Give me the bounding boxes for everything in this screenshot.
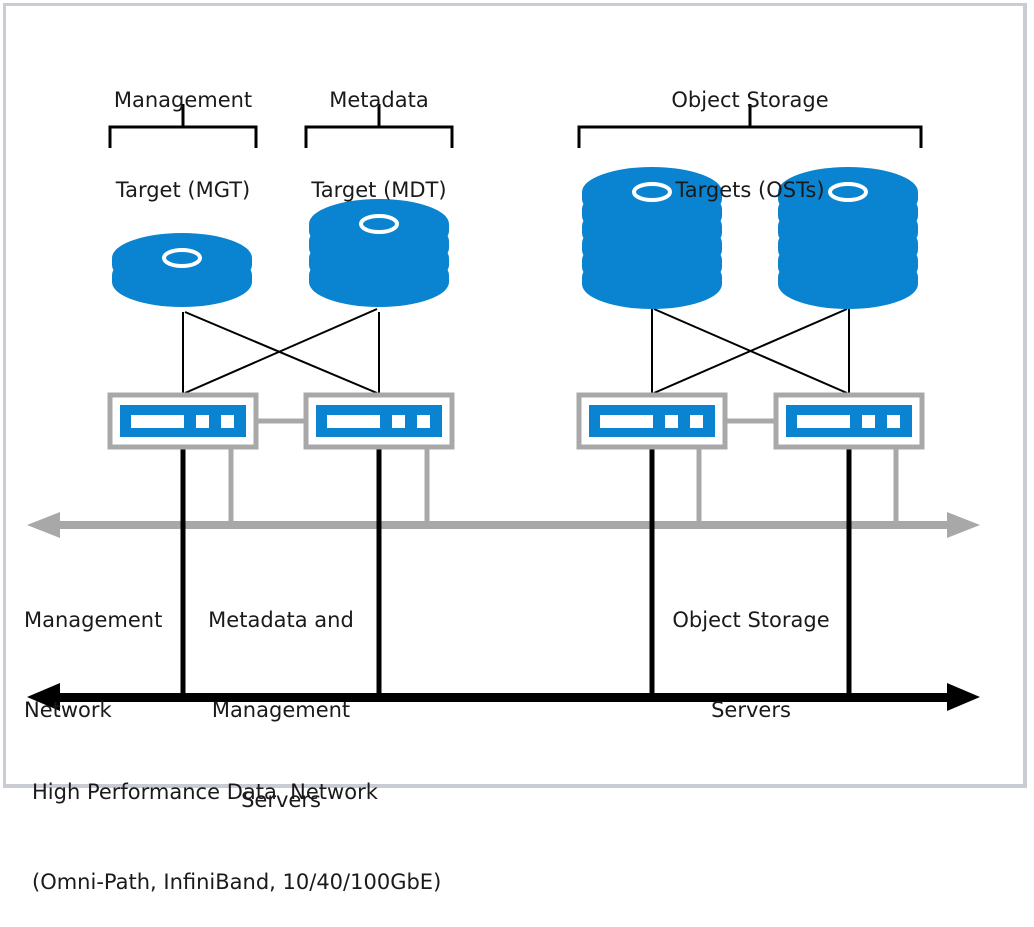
mgt-label: Management Target (MGT) — [114, 25, 252, 235]
server-led — [690, 415, 703, 428]
disk-platter — [777, 163, 919, 224]
server-led — [196, 415, 209, 428]
mgt-label-line-1: Management — [113, 88, 253, 112]
ost-disk-stack-2 — [777, 163, 919, 309]
ost-label: Object Storage Targets (OSTs) — [671, 25, 828, 235]
mdt-label-line-2: Target (MDT) — [311, 178, 447, 202]
disk-spindle-icon — [632, 182, 672, 202]
management-network-label-line-1: Management — [24, 608, 163, 632]
data-network-label-line-2: (Omni-Path, InfiniBand, 10/40/100GbE) — [32, 870, 442, 894]
mds-server — [303, 392, 455, 450]
mgt-label-line-2: Target (MGT) — [115, 178, 251, 202]
mgs-server — [107, 392, 259, 450]
disk-platter — [111, 229, 253, 290]
mdt-disk-stack — [308, 195, 450, 307]
server-led — [417, 415, 430, 428]
mds-failover-links — [182, 308, 380, 394]
oss-server-1 — [576, 392, 728, 450]
disk-spindle-icon — [828, 182, 868, 202]
data-network-label: High Performance Data Network (Omni-Path… — [32, 717, 441, 927]
mdt-label: Metadata Target (MDT) — [311, 25, 446, 235]
management-network-label: Management Network — [24, 545, 162, 755]
server-drive-slot — [600, 415, 653, 428]
oss-label-line-2: Servers — [711, 698, 791, 722]
server-led — [392, 415, 405, 428]
mgt-bracket — [108, 104, 258, 148]
oss-label: Object Storage Servers — [672, 545, 829, 755]
management-network-arrow — [27, 512, 980, 538]
management-network-drops — [228, 448, 899, 524]
disk-spindle-icon — [359, 214, 399, 234]
ost-label-line-1: Object Storage — [671, 88, 829, 112]
lustre-architecture-diagram — [27, 104, 980, 711]
ost-disk-stack-1 — [581, 163, 723, 309]
server-led — [887, 415, 900, 428]
ost-label-line-2: Targets (OSTs) — [675, 178, 825, 202]
mdt-bracket — [304, 104, 454, 148]
data-network-arrow — [27, 683, 980, 711]
data-network-label-line-1: High Performance Data Network — [32, 780, 378, 804]
oss-failover-links — [651, 308, 850, 394]
mds-label-line-2: Management — [211, 698, 351, 722]
mdt-label-line-1: Metadata — [329, 88, 429, 112]
mds-label-line-1: Metadata and — [208, 608, 354, 632]
server-led — [665, 415, 678, 428]
ost-bracket — [577, 104, 923, 148]
oss-label-line-1: Object Storage — [672, 608, 830, 632]
oss-server-2 — [773, 392, 925, 450]
data-network-drops — [180, 448, 852, 697]
management-network-label-line-2: Network — [24, 698, 112, 722]
server-drive-slot — [131, 415, 184, 428]
server-led — [862, 415, 875, 428]
mgt-disk-stack — [111, 229, 253, 307]
server-drive-slot — [797, 415, 850, 428]
server-drive-slot — [327, 415, 380, 428]
disk-spindle-icon — [162, 248, 202, 268]
server-led — [221, 415, 234, 428]
